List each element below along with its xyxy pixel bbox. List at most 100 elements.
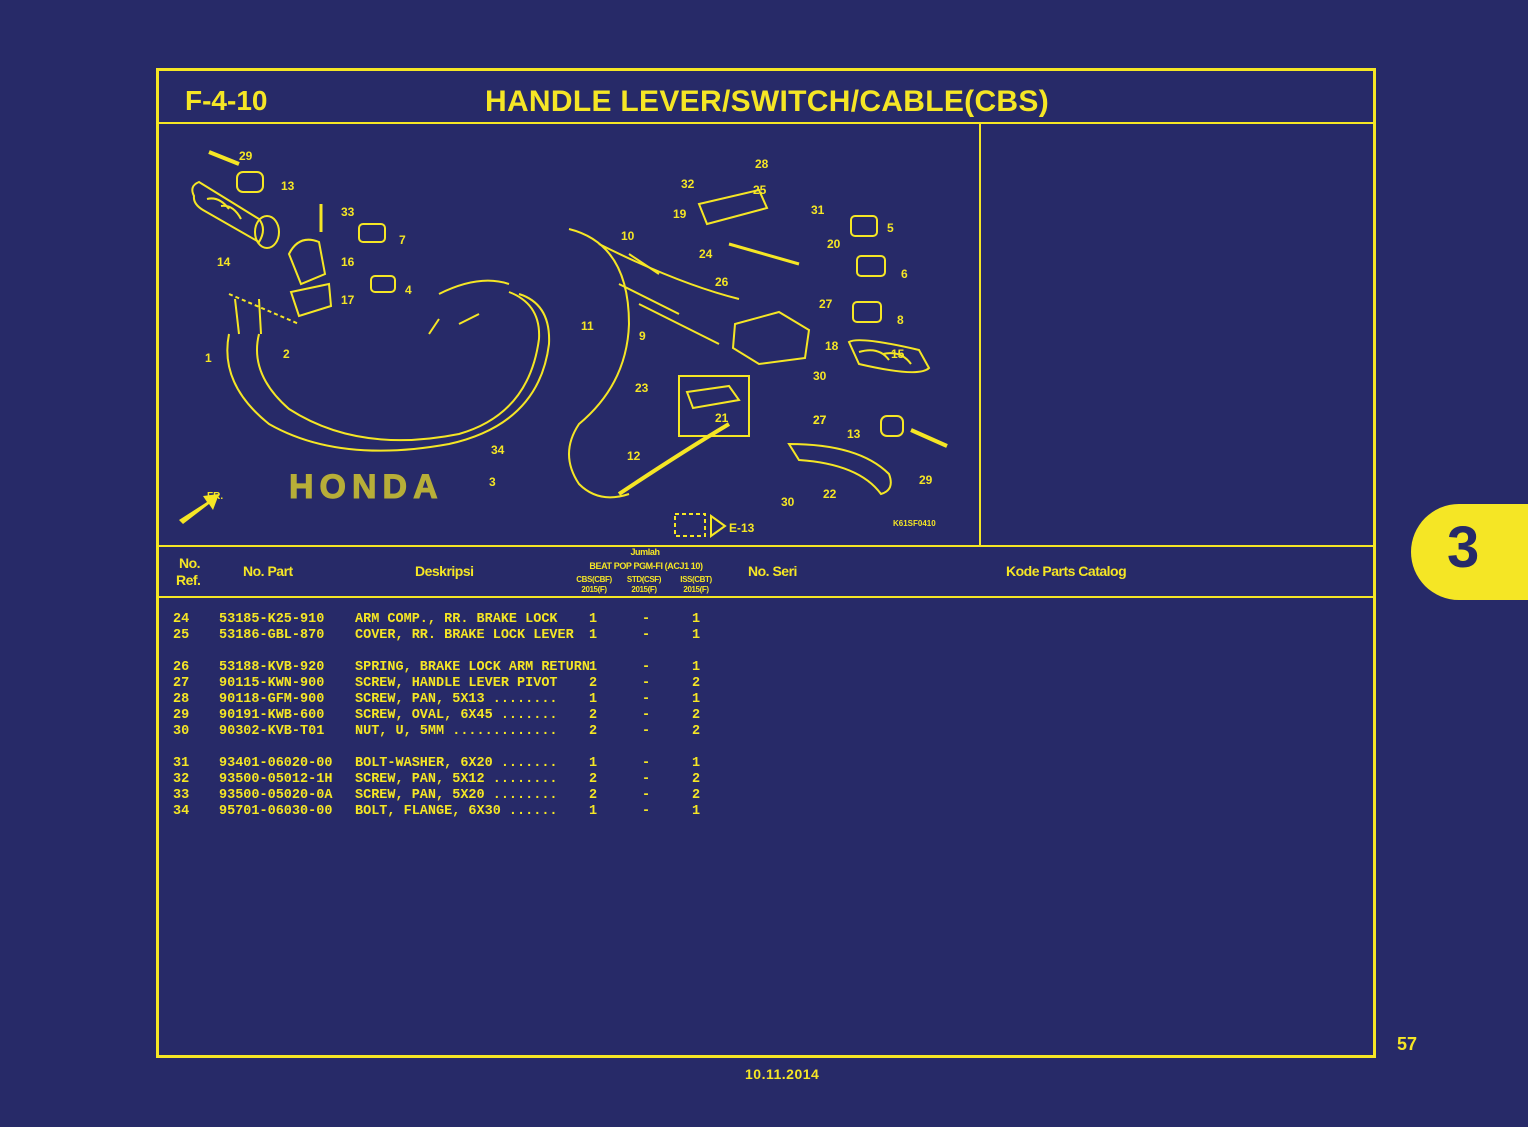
screw-icon: [208, 150, 240, 166]
honda-watermark: HONDA: [289, 468, 444, 506]
cover-icon: [697, 188, 769, 226]
row-description: SPRING, BRAKE LOCK ARM RETURN: [355, 660, 590, 675]
section-tab[interactable]: 3: [1411, 504, 1528, 600]
row-qty-std: -: [642, 628, 651, 643]
cable-icon: [226, 293, 551, 452]
row-qty-iss: 1: [692, 756, 701, 771]
cable-end-icon: [438, 279, 510, 295]
callout-number: 13: [847, 427, 861, 441]
callout-number: 3: [489, 475, 496, 489]
row-part-number: 53186-GBL-870: [219, 628, 325, 643]
callout-number: 21: [715, 411, 729, 425]
switch-icon: [856, 255, 886, 277]
grip-pattern-icon: [206, 197, 242, 220]
callout-number: 6: [901, 267, 908, 281]
switch-icon: [852, 301, 882, 323]
callout-number: 2: [283, 347, 290, 361]
callout-number: 27: [813, 413, 827, 427]
detail-box-icon: [678, 375, 750, 437]
row-ref: 32: [173, 772, 190, 787]
brake-cable-icon: [568, 228, 631, 499]
callout-number: 1: [205, 351, 212, 365]
col-no-part: No. Part: [243, 563, 293, 579]
callout-number: 26: [715, 275, 729, 289]
weight-icon: [236, 171, 264, 193]
col-no-seri: No. Seri: [748, 563, 797, 579]
front-label: FR.: [207, 491, 223, 502]
row-qty-std: -: [642, 660, 651, 675]
callout-number: 9: [639, 329, 646, 343]
row-description: BOLT, FLANGE, 6X30 ......: [355, 804, 558, 819]
row-qty-cbs: 1: [589, 628, 598, 643]
callout-number: 30: [813, 369, 827, 383]
row-description: SCREW, PAN, 5X13 ........: [355, 692, 558, 707]
leader-line-icon: [228, 293, 300, 325]
figure-code-small: K61SF0410: [893, 519, 936, 528]
row-part-number: 90118-GFM-900: [219, 692, 325, 707]
brake-lever-icon: [787, 442, 892, 496]
row-qty-cbs: 2: [589, 788, 598, 803]
row-ref: 24: [173, 612, 190, 627]
row-ref: 28: [173, 692, 190, 707]
row-part-number: 90191-KWB-600: [219, 708, 325, 723]
cable-end-icon: [618, 253, 680, 315]
callout-number: 23: [635, 381, 649, 395]
row-qty-cbs: 2: [589, 724, 598, 739]
master-housing-icon: [731, 310, 811, 366]
callout-number: 16: [341, 255, 355, 269]
callout-number: 13: [281, 179, 295, 193]
callout-number: 28: [755, 157, 769, 171]
col-model: BEAT POP PGM-FI (ACJ1 10): [589, 561, 703, 571]
callout-number: 33: [341, 205, 355, 219]
callout-number: 10: [621, 229, 635, 243]
col-std: STD(CSF): [626, 575, 662, 584]
callout-number: 8: [897, 313, 904, 327]
row-part-number: 53185-K25-910: [219, 612, 325, 627]
col-no: No.: [179, 555, 201, 571]
col-iss: ISS(CBT): [680, 575, 712, 584]
issue-date: 10.11.2014: [745, 1066, 820, 1082]
switch-icon: [850, 215, 878, 237]
equalizer-cable-icon: [617, 422, 731, 496]
row-qty-iss: 2: [692, 676, 701, 691]
callout-number: 30: [781, 495, 795, 509]
row-qty-cbs: 2: [589, 708, 598, 723]
cable-wire-icon: [234, 298, 262, 335]
callout-number: 32: [681, 177, 695, 191]
row-ref: 33: [173, 788, 190, 803]
row-qty-cbs: 1: [589, 756, 598, 771]
row-qty-iss: 2: [692, 772, 701, 787]
callout-number: 27: [819, 297, 833, 311]
cable-icon: [256, 291, 541, 442]
callout-number: 11: [581, 319, 594, 333]
row-description: SCREW, HANDLE LEVER PIVOT: [355, 676, 558, 691]
row-qty-iss: 2: [692, 724, 701, 739]
row-description: COVER, RR. BRAKE LOCK LEVER: [355, 628, 574, 643]
front-arrow-icon: [179, 494, 219, 524]
callout-number: 20: [827, 237, 841, 251]
row-description: NUT, U, 5MM .............: [355, 724, 558, 739]
row-part-number: 53188-KVB-920: [219, 660, 325, 675]
table-header-divider: [159, 596, 1373, 598]
callout-number: 29: [919, 473, 933, 487]
switch-button-icon: [358, 223, 386, 243]
col-cbs-year: 2015(F): [581, 585, 607, 594]
col-kode: Kode Parts Catalog: [1006, 563, 1127, 579]
switch-housing-lower-icon: [289, 282, 333, 318]
row-qty-cbs: 1: [589, 660, 598, 675]
table-top-divider: [159, 545, 1373, 547]
row-ref: 29: [173, 708, 190, 723]
row-description: SCREW, PAN, 5X12 ........: [355, 772, 558, 787]
col-cbs: CBS(CBF): [576, 575, 612, 584]
callout-number: 27: [813, 413, 827, 427]
switch-knob-icon: [370, 275, 396, 293]
row-ref: 26: [173, 660, 190, 675]
screw-icon: [910, 428, 948, 448]
row-part-number: 93500-05012-1H: [219, 772, 333, 787]
callout-number: 5: [887, 221, 894, 235]
row-qty-cbs: 1: [589, 804, 598, 819]
grip-pattern-icon: [858, 349, 912, 365]
row-qty-std: -: [642, 804, 651, 819]
row-ref: 30: [173, 724, 190, 739]
